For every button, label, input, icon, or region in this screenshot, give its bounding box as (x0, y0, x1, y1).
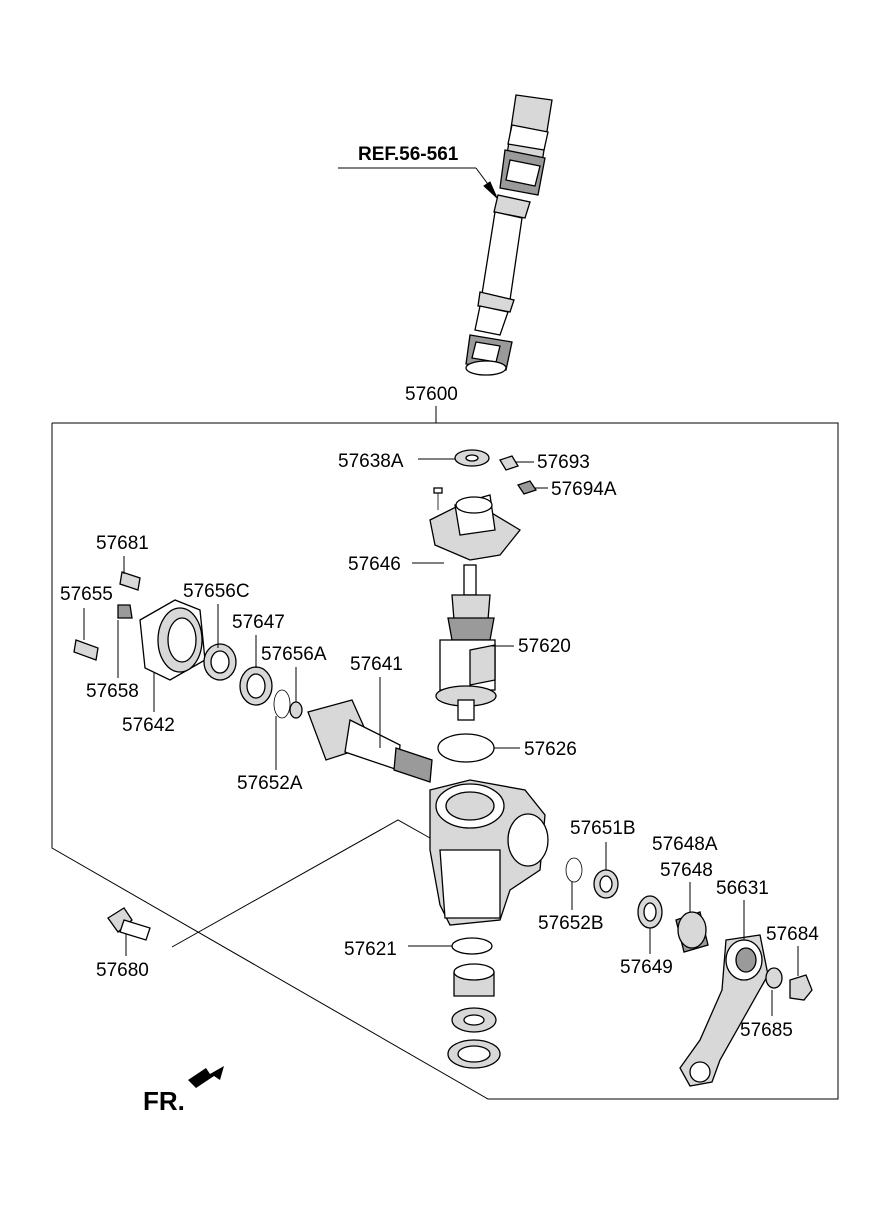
ref-label[interactable]: REF.56-561 (358, 144, 459, 165)
label-57652A[interactable]: 57652A (237, 773, 303, 794)
label-57621[interactable]: 57621 (344, 939, 397, 960)
bolt-57680 (107, 907, 151, 941)
label-57658[interactable]: 57658 (86, 681, 139, 702)
label-57651B[interactable]: 57651B (570, 818, 636, 839)
sector-shaft (435, 564, 497, 721)
label-57638A[interactable]: 57638A (338, 451, 404, 472)
label-57656A[interactable]: 57656A (261, 644, 327, 665)
label-57652B[interactable]: 57652B (538, 913, 604, 934)
label-57680[interactable]: 57680 (96, 960, 149, 981)
right-side-parts (565, 857, 709, 953)
label-57646[interactable]: 57646 (348, 554, 401, 575)
pitman-arm (679, 934, 813, 1087)
gear-housing (429, 779, 549, 926)
label-57648A[interactable]: 57648A (652, 834, 718, 855)
label-56631[interactable]: 56631 (716, 878, 769, 899)
label-57626[interactable]: 57626 (524, 739, 577, 760)
label-57685[interactable]: 57685 (740, 1020, 793, 1041)
front-arrow-icon (188, 1066, 224, 1088)
assembly-boundary (51, 422, 839, 1100)
valve-housing (73, 571, 303, 719)
bottom-bearing-stack (447, 937, 501, 1069)
label-57684[interactable]: 57684 (766, 924, 819, 945)
label-57649[interactable]: 57649 (620, 957, 673, 978)
label-57693[interactable]: 57693 (537, 452, 590, 473)
label-57656C[interactable]: 57656C (183, 581, 250, 602)
gasket-ring (437, 733, 495, 763)
front-label[interactable]: FR. (143, 1086, 185, 1116)
label-57681[interactable]: 57681 (96, 533, 149, 554)
worm-shaft (307, 699, 433, 783)
label-57642[interactable]: 57642 (122, 715, 175, 736)
leader-57680 (171, 819, 431, 948)
label-57620[interactable]: 57620 (518, 636, 571, 657)
label-57647[interactable]: 57647 (232, 612, 285, 633)
steering-shaft (465, 94, 553, 376)
label-57641[interactable]: 57641 (350, 654, 403, 675)
assembly-label[interactable]: 57600 (405, 384, 458, 405)
label-57694A[interactable]: 57694A (551, 479, 617, 500)
top-cover (429, 449, 538, 561)
label-57655[interactable]: 57655 (60, 584, 113, 605)
part-labels: 57638A 57693 57694A 57681 57656C 57646 5… (60, 451, 819, 1041)
front-indicator: FR. (143, 1066, 224, 1116)
ref-callout: REF.56-561 (338, 144, 498, 199)
label-57648[interactable]: 57648 (660, 860, 713, 881)
